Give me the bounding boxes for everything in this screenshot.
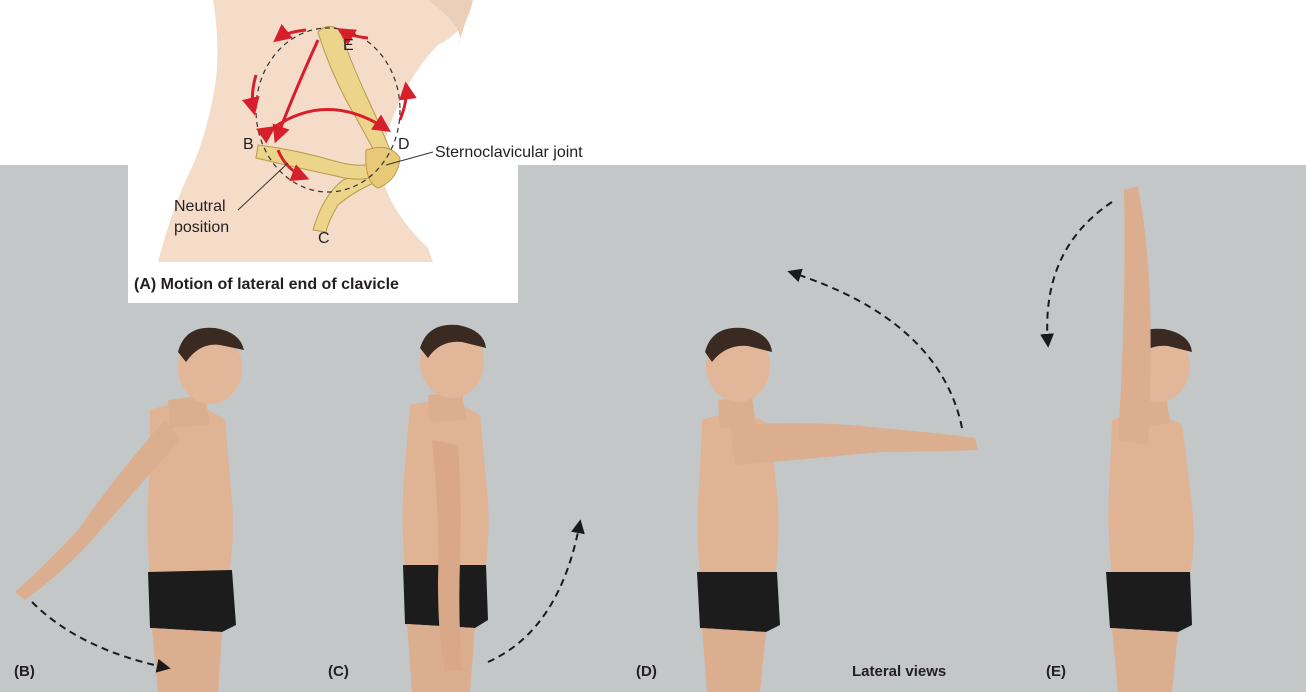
person-b — [15, 328, 244, 692]
person-e — [1106, 186, 1194, 692]
inset-caption: (A) Motion of lateral end of clavicle — [134, 276, 399, 294]
point-label-b: B — [243, 136, 254, 154]
panel-label-c: (C) — [328, 663, 349, 680]
point-label-e: E — [343, 37, 354, 55]
arrow-d — [790, 272, 962, 428]
inset-panel: E B D C Sternoclavicular joint Neutral p… — [128, 0, 518, 303]
arrow-e — [1047, 202, 1112, 345]
neutral-position-label-line1: Neutral — [174, 198, 226, 216]
arrow-c — [488, 522, 580, 662]
point-label-c: C — [318, 230, 330, 248]
panel-label-e: (E) — [1046, 663, 1066, 680]
lateral-views-label: Lateral views — [852, 663, 946, 680]
point-label-d: D — [398, 136, 410, 154]
panel-label-b: (B) — [14, 663, 35, 680]
panel-label-d: (D) — [636, 663, 657, 680]
person-d — [697, 328, 978, 692]
sternoclavicular-joint-label: Sternoclavicular joint — [435, 144, 583, 162]
person-c — [403, 325, 489, 692]
arrow-b — [32, 602, 168, 668]
neutral-position-label-line2: position — [174, 219, 229, 237]
